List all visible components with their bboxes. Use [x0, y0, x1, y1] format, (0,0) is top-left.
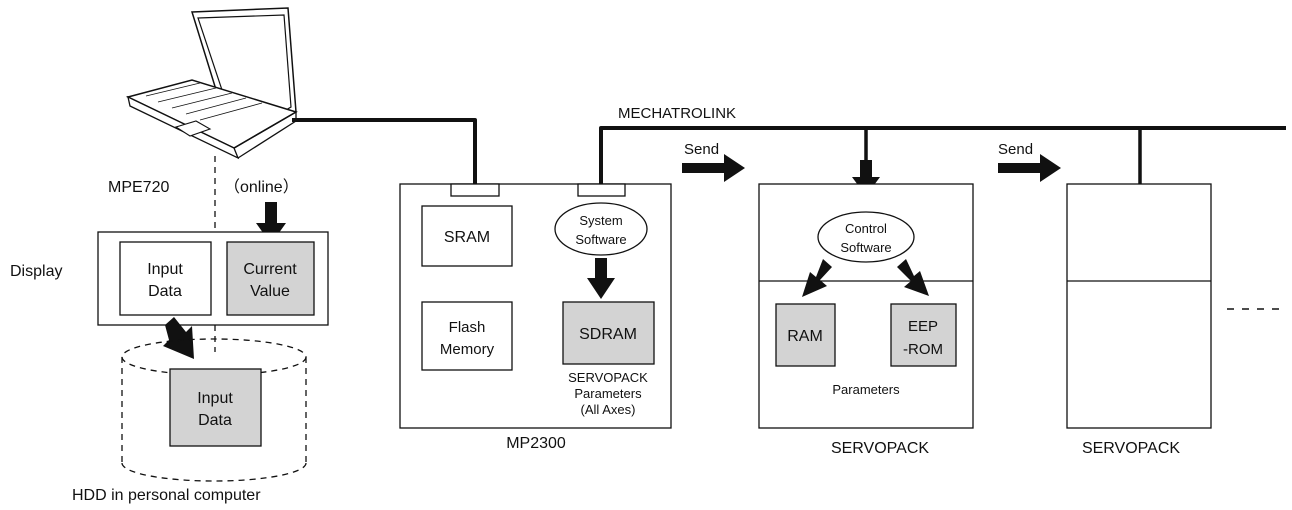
input-data-label-1: Input — [147, 261, 183, 278]
ram-box — [775, 303, 836, 367]
mp2300-port-1 — [450, 183, 500, 197]
hdd-caption: HDD in personal computer — [72, 487, 261, 504]
servopack-params-label-2: Parameters — [574, 386, 642, 401]
ram-label: RAM — [787, 328, 823, 345]
arrow-diagonal-icon — [897, 259, 929, 296]
mp2300-caption: MP2300 — [506, 435, 566, 452]
sram-box — [421, 205, 513, 267]
system-software-label-2: Software — [575, 232, 626, 247]
pc-cable — [292, 118, 477, 184]
sdram-label: SDRAM — [579, 326, 637, 343]
eeprom-label-1: EEP — [908, 318, 938, 335]
hdd-icon — [121, 338, 307, 482]
hdd-input-data-box — [169, 368, 262, 447]
mechatrolink-bus — [599, 126, 1286, 184]
arrow-diagonal-icon — [802, 259, 832, 297]
arrow-down-icon — [852, 160, 880, 196]
laptop-icon — [125, 7, 298, 160]
arrow-right-icon — [682, 154, 745, 182]
flash-memory-label-2: Memory — [440, 341, 495, 358]
eeprom-box — [890, 303, 957, 367]
input-data-label-2: Data — [148, 283, 182, 300]
servopack-2-caption: SERVOPACK — [1082, 440, 1180, 457]
mpe720-label: MPE720 — [108, 179, 169, 196]
mechatrolink-label: MECHATROLINK — [618, 105, 736, 122]
hdd-input-data-label-2: Data — [198, 412, 232, 429]
system-software-ellipse — [554, 202, 648, 256]
control-software-ellipse — [817, 211, 915, 263]
mp2300-port-2 — [577, 183, 626, 197]
send-label-2: Send — [998, 141, 1033, 158]
online-label: （online） — [224, 178, 299, 196]
send-label-1: Send — [684, 141, 719, 158]
arrow-right-icon — [998, 154, 1061, 182]
eeprom-label-2: -ROM — [903, 341, 943, 358]
sram-label: SRAM — [444, 229, 490, 246]
servopack-params-label-1: SERVOPACK — [568, 370, 648, 385]
system-software-label-1: System — [579, 213, 622, 228]
hdd-input-data-label-1: Input — [197, 390, 233, 407]
servopack-params-label-3: (All Axes) — [581, 402, 636, 417]
arrow-down-icon — [587, 258, 615, 299]
current-value-label-2: Value — [250, 283, 290, 300]
flash-memory-label-1: Flash — [449, 319, 486, 336]
control-software-label-1: Control — [845, 221, 887, 236]
servopack-1-caption: SERVOPACK — [831, 440, 929, 457]
servopack-2-box — [1066, 183, 1212, 429]
arrow-diagonal-icon — [163, 317, 194, 359]
current-value-label-1: Current — [243, 261, 297, 278]
input-data-box — [119, 241, 212, 316]
display-label: Display — [10, 263, 62, 280]
parameters-label: Parameters — [832, 382, 900, 397]
current-value-box — [226, 241, 315, 316]
sdram-box — [562, 301, 655, 365]
control-software-label-2: Software — [840, 240, 891, 255]
flash-memory-box — [421, 301, 513, 371]
